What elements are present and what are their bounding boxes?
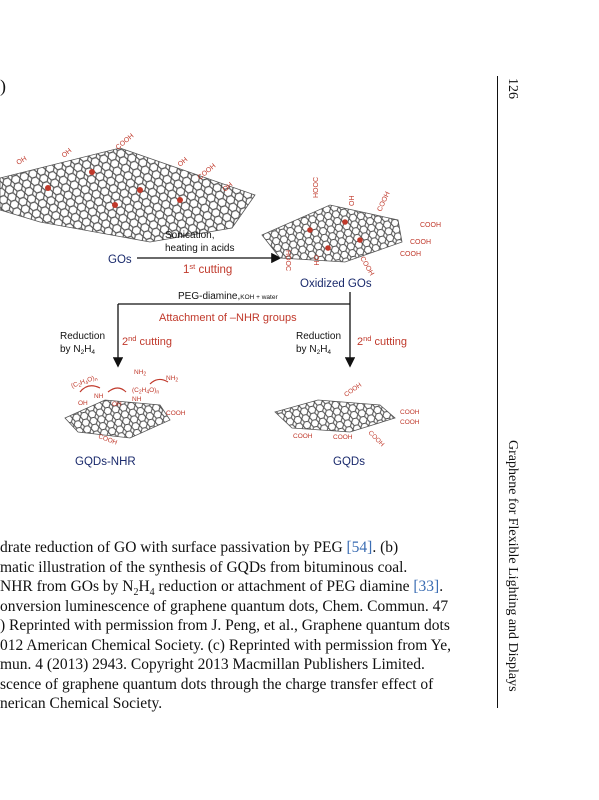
panel-mark: ) — [0, 76, 6, 97]
cooh-label: COOH — [400, 409, 420, 416]
margin-rule — [497, 76, 498, 708]
oh-label: OH — [16, 155, 29, 166]
nh2-label: NH2 — [166, 375, 178, 384]
caption-line: matic illustration of the synthesis of G… — [0, 558, 408, 576]
cooh-label: COOH — [367, 429, 386, 448]
running-head: Graphene for Flexible Lighting and Displ… — [505, 440, 520, 692]
caption-line: nerican Chemical Society. — [0, 695, 163, 712]
second-cutting-right: 2nd cutting — [357, 334, 407, 348]
gos-label: GOs — [108, 254, 132, 266]
caption-line: ) Reprinted with permission from J. Peng… — [0, 617, 450, 634]
reduction-left-1: Reduction — [60, 331, 105, 342]
caption-line: mun. 4 (2013) 2943. Copyright 2013 Macmi… — [0, 656, 425, 673]
attachment-label: Attachment of –NHR groups — [159, 312, 297, 324]
figure-caption: drate reduction of GO with surface passi… — [0, 538, 495, 714]
page-number: 126 — [505, 78, 520, 99]
gqds-nhr-label: GQDs-NHR — [75, 456, 136, 468]
hooc-label: HOOC — [313, 177, 320, 198]
caption-line: NHR from GOs by N2H4 reduction or attach… — [0, 578, 444, 599]
cooh-label: COOH — [410, 239, 431, 246]
cooh-label: COOH — [166, 410, 186, 417]
oxidized-gos-label: Oxidized GOs — [300, 278, 372, 290]
caption-line: onversion luminescence of graphene quant… — [0, 597, 449, 615]
oh-label: OH — [61, 147, 74, 159]
caption-line: 012 American Chemical Society. (c) Repri… — [0, 636, 451, 654]
reduction-left-2: by N2H4 — [60, 344, 95, 356]
oh-label: OH — [78, 400, 88, 407]
reduction-right-1: Reduction — [296, 331, 341, 342]
oh-label: OH — [312, 255, 319, 266]
second-cutting-left: 2nd cutting — [122, 334, 172, 348]
nh2-label: NH2 — [134, 369, 146, 378]
oh-label: OH — [349, 196, 356, 207]
gqds-label: GQDs — [333, 456, 365, 468]
peg-diamine-label: PEG-diamine,KOH + water — [178, 291, 278, 302]
cooh-label: COOH — [358, 256, 375, 278]
gqds-nhr-sheet — [64, 378, 171, 439]
branch-arrows — [112, 292, 356, 368]
caption-line: drate reduction of GO with surface passi… — [0, 539, 399, 556]
go-sheet — [0, 147, 256, 243]
oh-label: OH — [112, 401, 122, 408]
nh-label: NH — [94, 393, 104, 400]
first-cutting-label: 1st cutting — [183, 262, 232, 276]
cooh-label: COOH — [115, 133, 136, 152]
cooh-label: COOH — [400, 419, 420, 426]
cooh-label: COOH — [400, 251, 421, 258]
oh-label: OH — [177, 156, 190, 168]
hooc-label: HOOC — [284, 250, 291, 271]
nh-label: NH — [132, 396, 142, 403]
cooh-label: COOH — [376, 191, 391, 213]
cooh-label: COOH — [420, 222, 441, 229]
reduction-right-2: by N2H4 — [296, 344, 331, 356]
citation-link[interactable]: [54] — [346, 539, 373, 556]
citation-link[interactable]: [33] — [413, 578, 440, 595]
cooh-label: COOH — [343, 382, 363, 399]
step1-text-2: heating in acids — [165, 243, 235, 254]
step1-text-1: Sonication, — [165, 230, 214, 241]
cooh-label: COOH — [333, 434, 353, 441]
caption-line: scence of graphene quantum dots through … — [0, 675, 434, 693]
oxidized-go-sheet — [261, 204, 403, 263]
gqds-sheet — [274, 399, 396, 433]
peg-label: (C2H4O)n — [132, 387, 159, 396]
peg-label: (C2H4O)n — [70, 374, 99, 391]
cooh-label: COOH — [293, 433, 313, 440]
